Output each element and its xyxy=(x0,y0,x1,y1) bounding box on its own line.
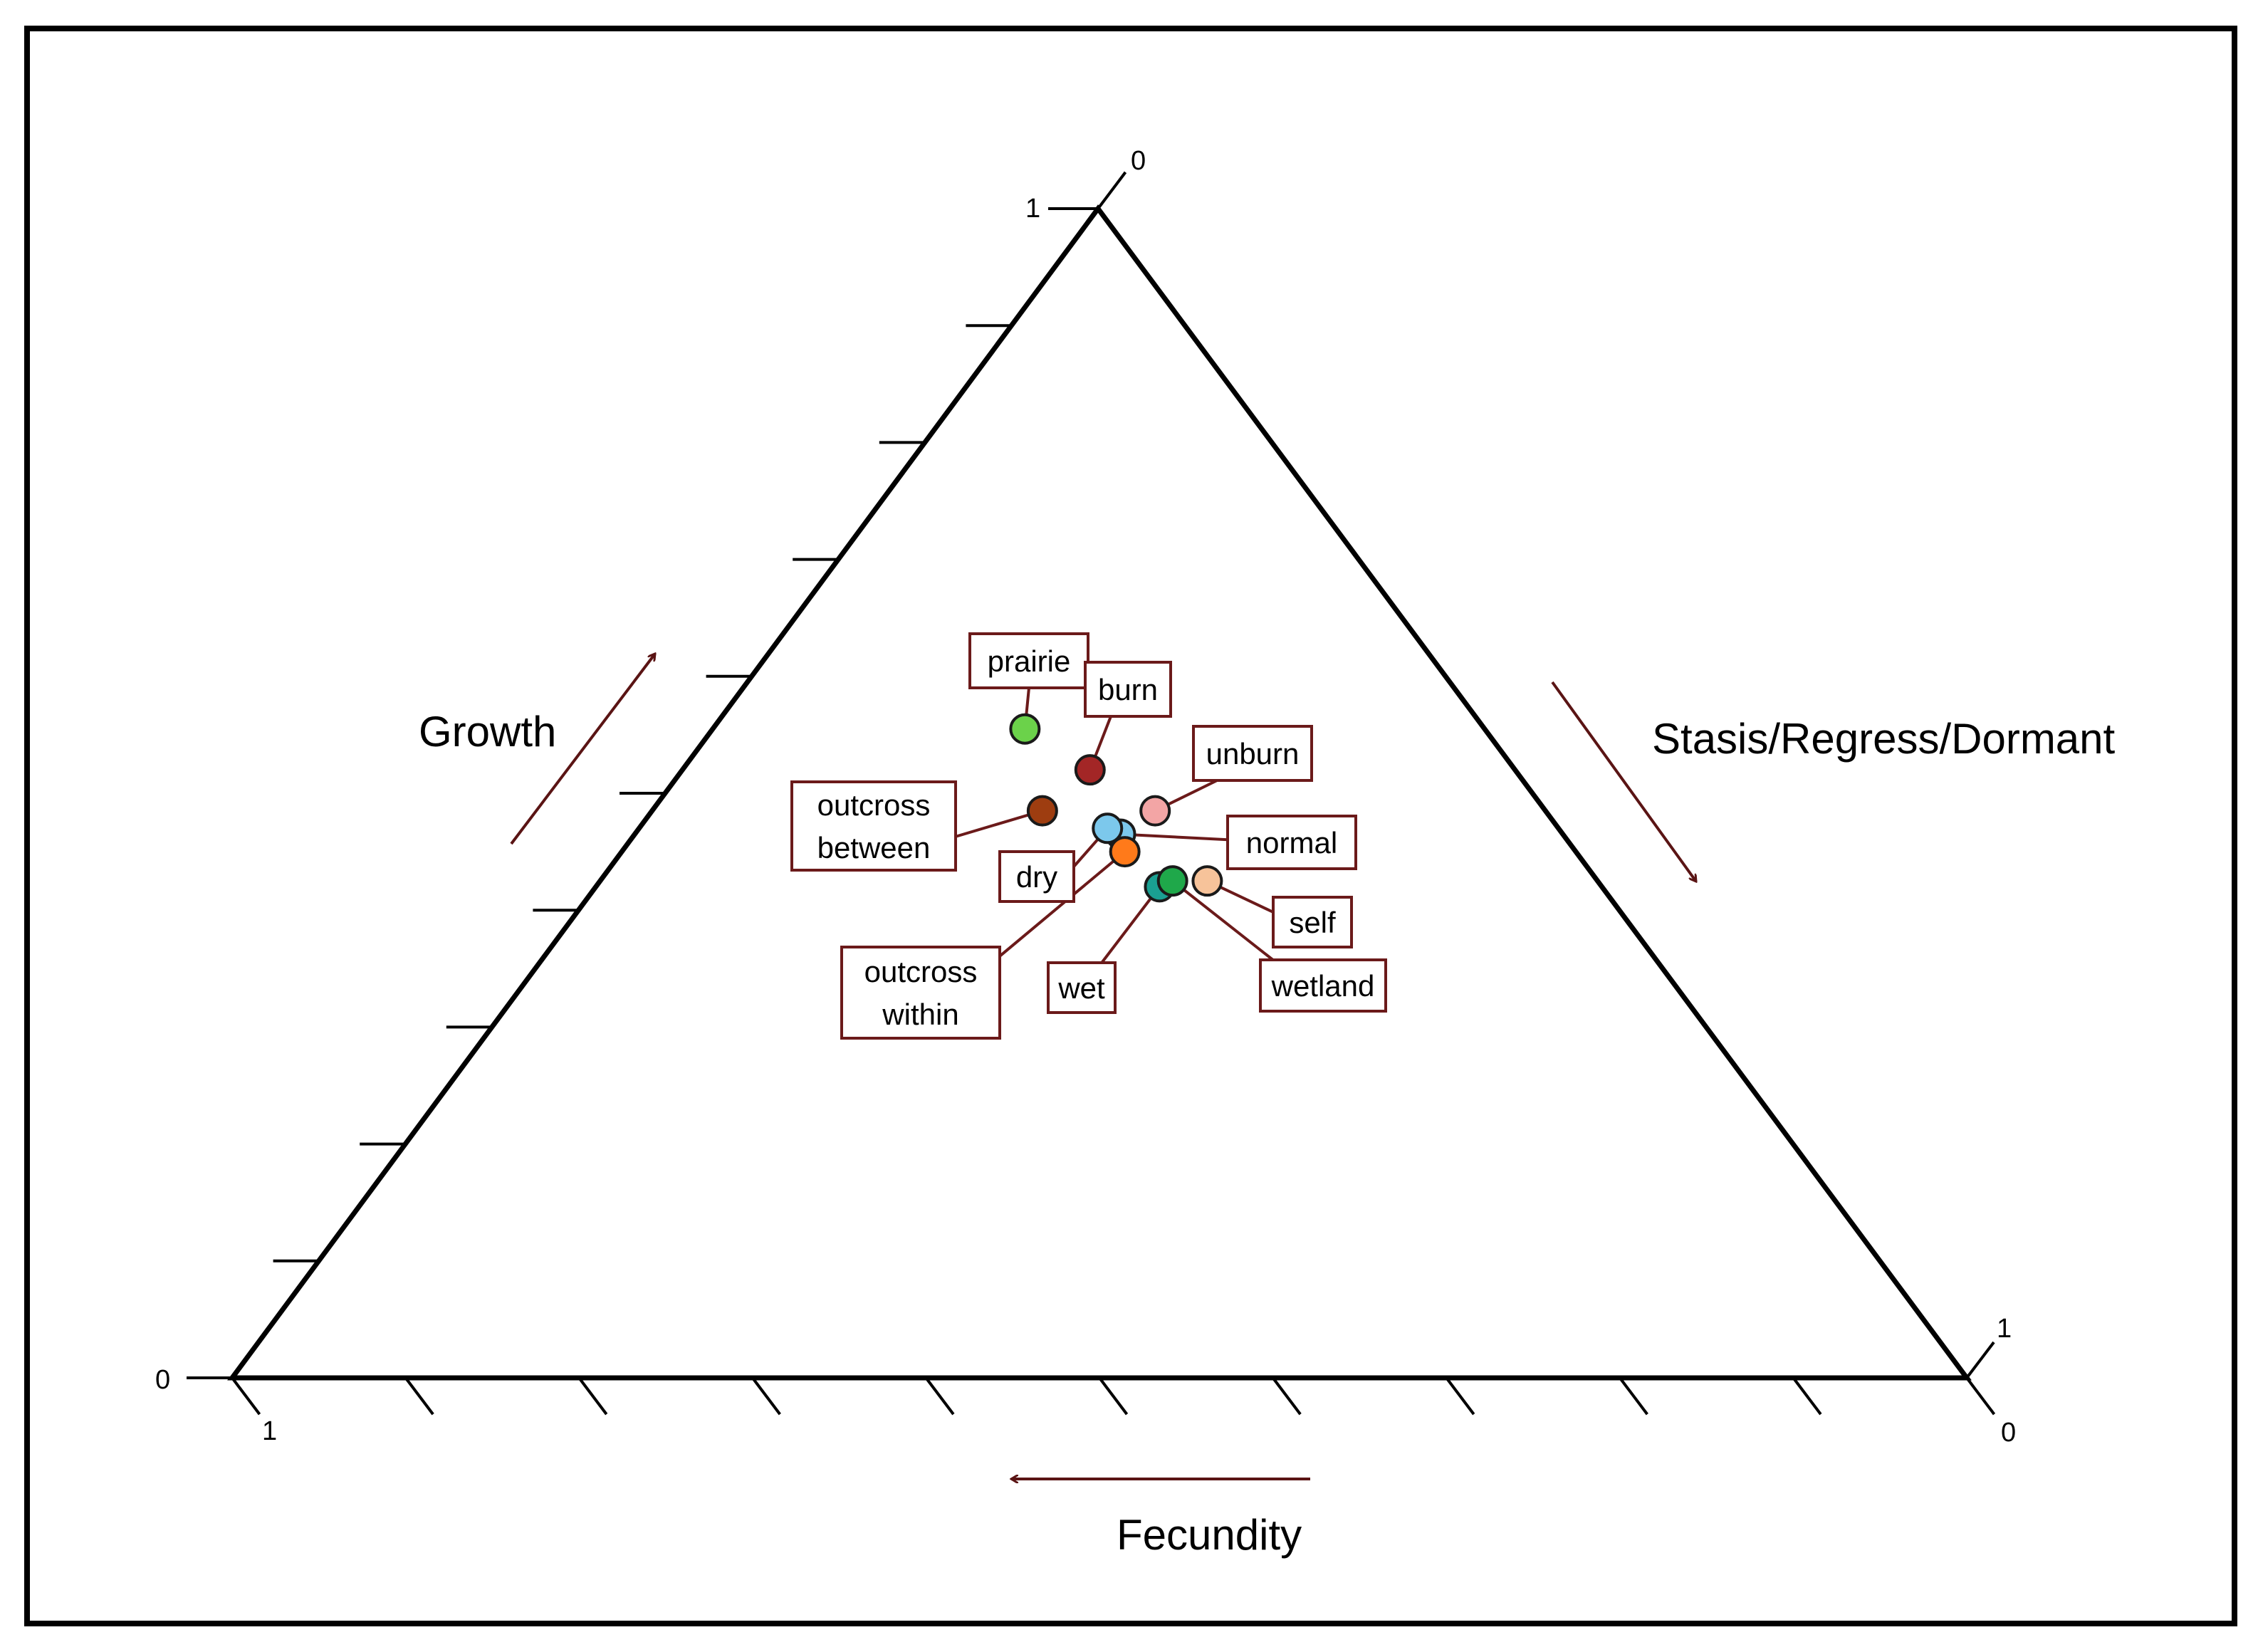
point-label-unburn: unburn xyxy=(1206,737,1300,770)
point-label-burn: burn xyxy=(1098,673,1158,706)
point-label-self: self xyxy=(1289,906,1336,939)
point-wetland xyxy=(1156,865,1188,897)
axis-label-fecundity: Fecundity xyxy=(1117,1511,1302,1559)
growth-direction-arrow xyxy=(510,654,655,845)
point-label-normal: normal xyxy=(1246,826,1337,859)
bottom-axis-tick xyxy=(231,1376,261,1416)
tick-label-top-0: 0 xyxy=(1131,146,1146,176)
label-box-burn xyxy=(1084,661,1172,718)
axis-ticks xyxy=(187,171,1996,1416)
point-burn xyxy=(1074,754,1106,786)
point-markers xyxy=(1009,713,1223,903)
right-axis-tick xyxy=(1097,171,1127,210)
point-label-wetland: wetland xyxy=(1271,969,1375,1003)
axis-label-stasis: Stasis/Regress/Dormant xyxy=(1652,715,2116,763)
data-points: prairie burn unburn outcross between normal dr… xyxy=(790,632,1387,1040)
point-unburn xyxy=(1139,795,1171,827)
point-prairie xyxy=(1009,713,1041,745)
figure-frame xyxy=(24,26,2237,1626)
point-labels: prairie burn unburn outcross between normal dr… xyxy=(790,632,1387,1040)
axis-label-growth: Growth xyxy=(419,708,556,756)
label-box-outcross-within xyxy=(840,946,1001,1040)
stasis-direction-arrow xyxy=(1551,681,1696,882)
leader-line-normal xyxy=(1120,832,1228,842)
point-label-dry: dry xyxy=(1016,860,1057,894)
tick-label-top-1: 1 xyxy=(1025,194,1040,224)
point-label-outcross-between: outcross xyxy=(817,788,931,822)
bottom-axis-tick xyxy=(1272,1376,1302,1416)
label-box-self xyxy=(1272,896,1353,948)
tick-label-right-0: 0 xyxy=(2001,1418,2016,1448)
point-outcross-between xyxy=(1026,795,1058,827)
bottom-axis-tick xyxy=(1619,1376,1648,1416)
point-label-wet: wet xyxy=(1057,971,1105,1005)
point-outcross-within xyxy=(1109,836,1141,868)
point-label-prairie: prairie xyxy=(988,644,1071,678)
label-box-normal xyxy=(1226,815,1357,870)
right-corner-tick xyxy=(1965,1341,1995,1379)
tick-label-left-1: 1 xyxy=(262,1416,277,1446)
point-label-outcross-within: within xyxy=(882,998,958,1031)
label-box-unburn xyxy=(1192,725,1313,782)
bottom-axis-tick xyxy=(1965,1376,1996,1416)
bottom-axis-tick xyxy=(404,1376,434,1416)
point-dry xyxy=(1092,812,1124,845)
label-box-prairie xyxy=(968,632,1089,689)
bottom-axis-tick xyxy=(577,1376,608,1416)
tick-label-right-1: 1 xyxy=(1997,1314,2012,1344)
leader-line-wetland xyxy=(1171,879,1274,961)
bottom-axis-tick xyxy=(1445,1376,1475,1416)
point-label-outcross-within: outcross xyxy=(864,955,978,988)
point-self xyxy=(1191,865,1223,897)
leader-line-wet xyxy=(1100,886,1161,964)
leader-line-outcross-within xyxy=(998,850,1126,958)
label-box-outcross-between xyxy=(790,780,957,872)
bottom-axis-tick xyxy=(924,1376,955,1416)
ternary-triangle xyxy=(227,204,1972,1381)
bottom-axis-tick xyxy=(751,1376,781,1416)
bottom-axis-tick xyxy=(1792,1376,1822,1416)
bottom-axis-tick xyxy=(1098,1376,1129,1416)
label-box-dry xyxy=(998,850,1075,903)
label-box-wet xyxy=(1047,961,1117,1014)
tick-label-left-0: 0 xyxy=(155,1365,170,1395)
label-box-wetland xyxy=(1259,958,1387,1013)
point-label-outcross-between: between xyxy=(817,831,931,864)
